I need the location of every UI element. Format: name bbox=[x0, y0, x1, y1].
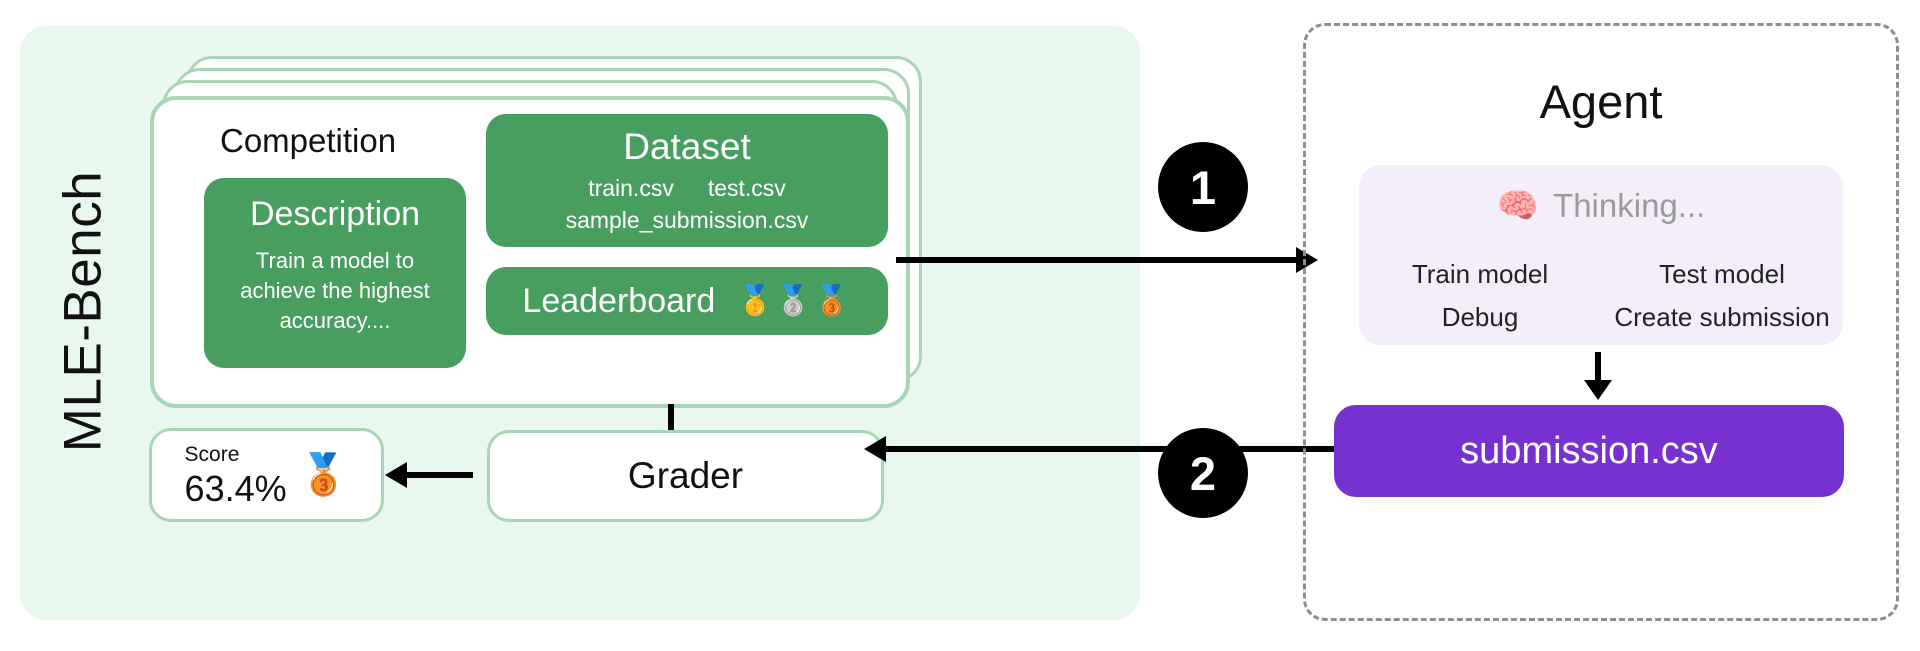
agent-action-train-model: Train model bbox=[1411, 259, 1549, 289]
dataset-heading: Dataset bbox=[623, 126, 751, 167]
dataset-box: Dataset train.csv test.csv sample_submis… bbox=[486, 114, 888, 247]
description-heading: Description bbox=[249, 195, 421, 233]
step-badge-1-number: 1 bbox=[1189, 160, 1217, 214]
arrow-mle-to-agent-icon bbox=[896, 247, 1318, 273]
competition-card-front: Competition Description Train a model to… bbox=[150, 96, 910, 408]
agent-action-create-submission: Create submission bbox=[1614, 302, 1830, 332]
score-card: Score 63.4% 🥉 bbox=[149, 428, 384, 522]
score-value: 63.4% bbox=[184, 467, 287, 509]
competition-card-stack: Competition Description Train a model to… bbox=[150, 56, 922, 408]
dataset-file-sample-submission: sample_submission.csv bbox=[565, 207, 809, 233]
competition-title: Competition bbox=[220, 122, 397, 159]
agent-thinking-card: 🧠 Thinking... Train model Test model Deb… bbox=[1359, 165, 1843, 345]
dataset-file-row-1: train.csv test.csv bbox=[486, 172, 888, 204]
agent-title: Agent bbox=[1539, 75, 1663, 128]
mle-bench-label: MLE-Bench bbox=[53, 170, 113, 453]
leaderboard-box: Leaderboard 🥇🥈🥉 bbox=[486, 267, 888, 335]
grader-label: Grader bbox=[627, 455, 744, 496]
step-badge-1: 1 bbox=[1158, 142, 1248, 232]
brain-icon: 🧠 bbox=[1496, 187, 1540, 225]
step-badge-2-number: 2 bbox=[1189, 446, 1217, 500]
bronze-medal-icon: 🥉 bbox=[298, 453, 349, 497]
agent-status-text: Thinking... bbox=[1553, 187, 1706, 224]
dataset-file-test: test.csv bbox=[707, 175, 786, 201]
agent-action-test-model: Test model bbox=[1659, 259, 1785, 289]
agent-action-debug: Debug bbox=[1441, 302, 1519, 332]
agent-panel: Agent bbox=[1303, 23, 1899, 621]
description-body: Train a model to achieve the highest acc… bbox=[240, 248, 430, 333]
mle-bench-panel: MLE-Bench Competition Description Train … bbox=[20, 26, 1140, 620]
score-label: Score bbox=[184, 442, 240, 466]
arrow-grader-to-score-icon bbox=[385, 462, 473, 488]
arrow-competition-to-grader-icon bbox=[657, 404, 685, 450]
agent-actions-grid: Train model Test model Debug Create subm… bbox=[1359, 257, 1843, 335]
medal-icons: 🥇🥈🥉 bbox=[737, 284, 852, 317]
arrow-agent-to-submission-icon bbox=[1584, 352, 1612, 400]
description-box: Description Train a model to achieve the… bbox=[204, 178, 466, 368]
step-badge-2: 2 bbox=[1158, 428, 1248, 518]
score-text-column: Score 63.4% bbox=[185, 444, 287, 507]
submission-file-box: submission.csv bbox=[1334, 405, 1844, 497]
dataset-file-train: train.csv bbox=[588, 175, 674, 201]
submission-file-label: submission.csv bbox=[1460, 429, 1718, 472]
grader-box: Grader bbox=[487, 430, 884, 522]
arrow-submission-to-grader-icon bbox=[864, 436, 1334, 462]
agent-status-row: 🧠 Thinking... bbox=[1359, 187, 1843, 225]
leaderboard-label: Leaderboard bbox=[522, 281, 716, 320]
